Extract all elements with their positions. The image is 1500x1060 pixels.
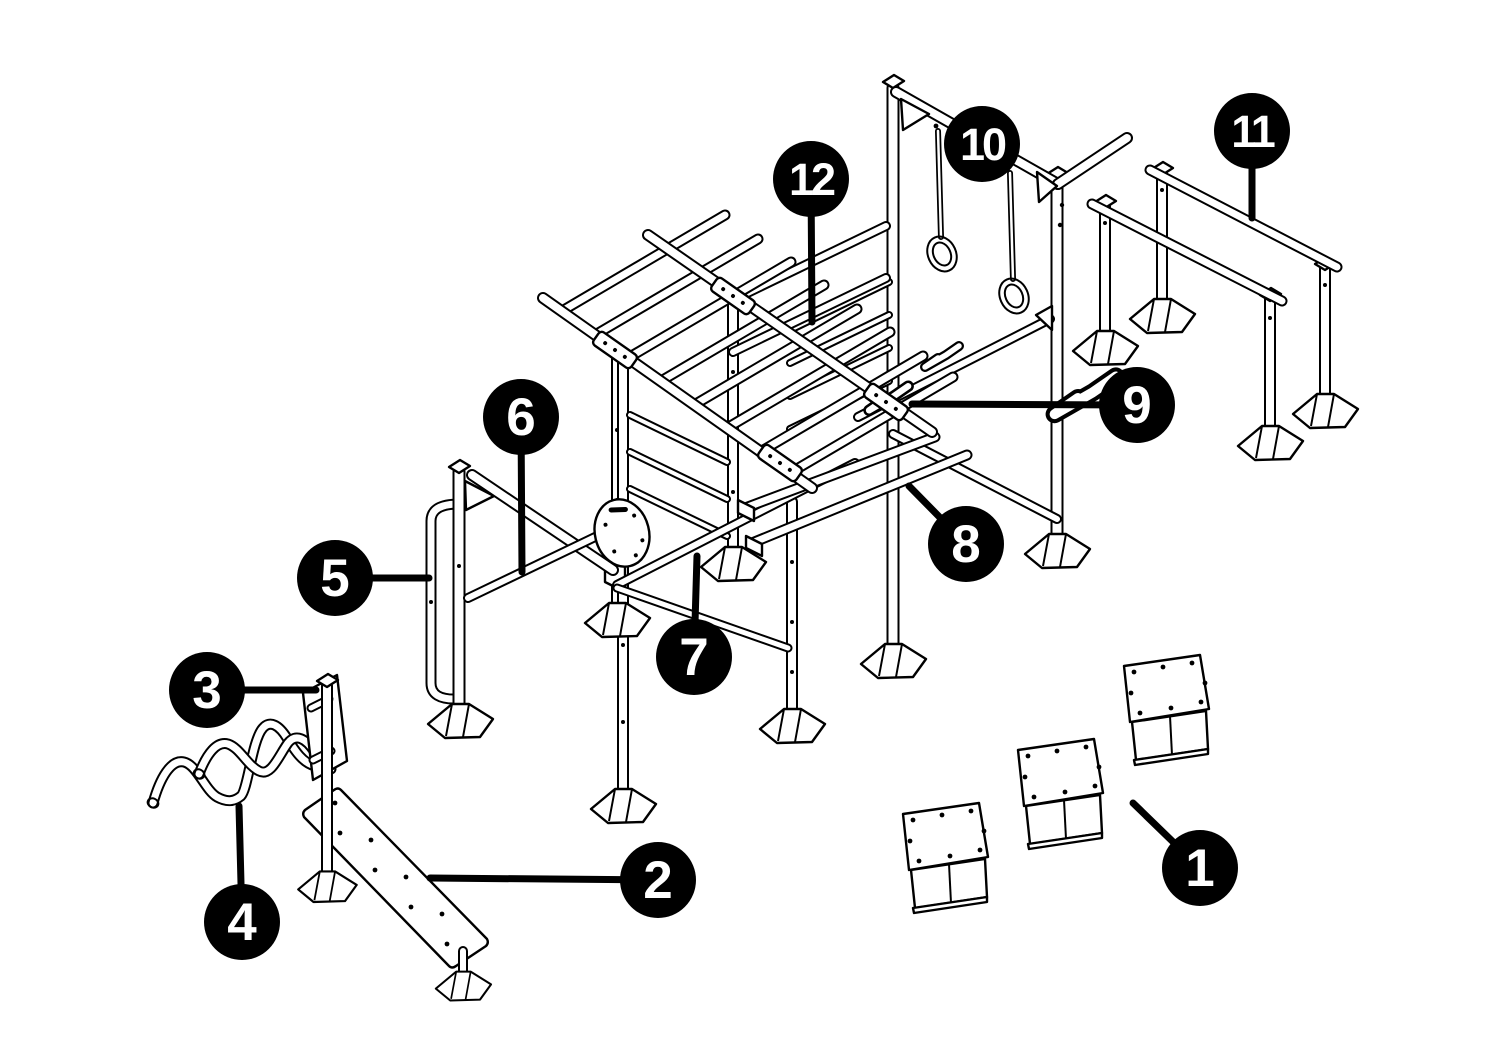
callout-9-number: 9: [1122, 375, 1152, 435]
callout-3-number: 3: [192, 660, 222, 720]
callout-5: 5: [297, 540, 373, 616]
monkey-bar-ladder-part: [537, 209, 959, 494]
callout-2-number: 2: [643, 850, 673, 910]
callout-4-number: 4: [227, 892, 257, 952]
callout-10-number: 10: [959, 118, 1007, 170]
callout-11: 11: [1214, 93, 1290, 169]
callout-12: 12: [773, 141, 849, 217]
bench-unit-part: [146, 672, 493, 1002]
callout-12-number: 12: [788, 153, 836, 205]
callout-7-number: 7: [679, 627, 709, 687]
side-frame-part: [425, 458, 651, 740]
callout-5-number: 5: [320, 548, 350, 608]
callout-1: 1: [1162, 830, 1238, 906]
callout-6: 6: [483, 379, 559, 455]
parallel-bars-part: [1071, 160, 1360, 462]
callout-6-number: 6: [506, 387, 536, 447]
callout-8-number: 8: [951, 514, 981, 574]
callout-9: 9: [1099, 367, 1175, 443]
callout-10: 10: [944, 106, 1020, 182]
callout-3: 3: [169, 652, 245, 728]
target-disc: [593, 498, 651, 568]
callout-11-number: 11: [1231, 105, 1276, 157]
callout-4: 4: [204, 884, 280, 960]
callout-2: 2: [620, 842, 696, 918]
callout-7: 7: [656, 619, 732, 695]
callout-8: 8: [928, 506, 1004, 582]
callout-1-number: 1: [1185, 838, 1215, 898]
